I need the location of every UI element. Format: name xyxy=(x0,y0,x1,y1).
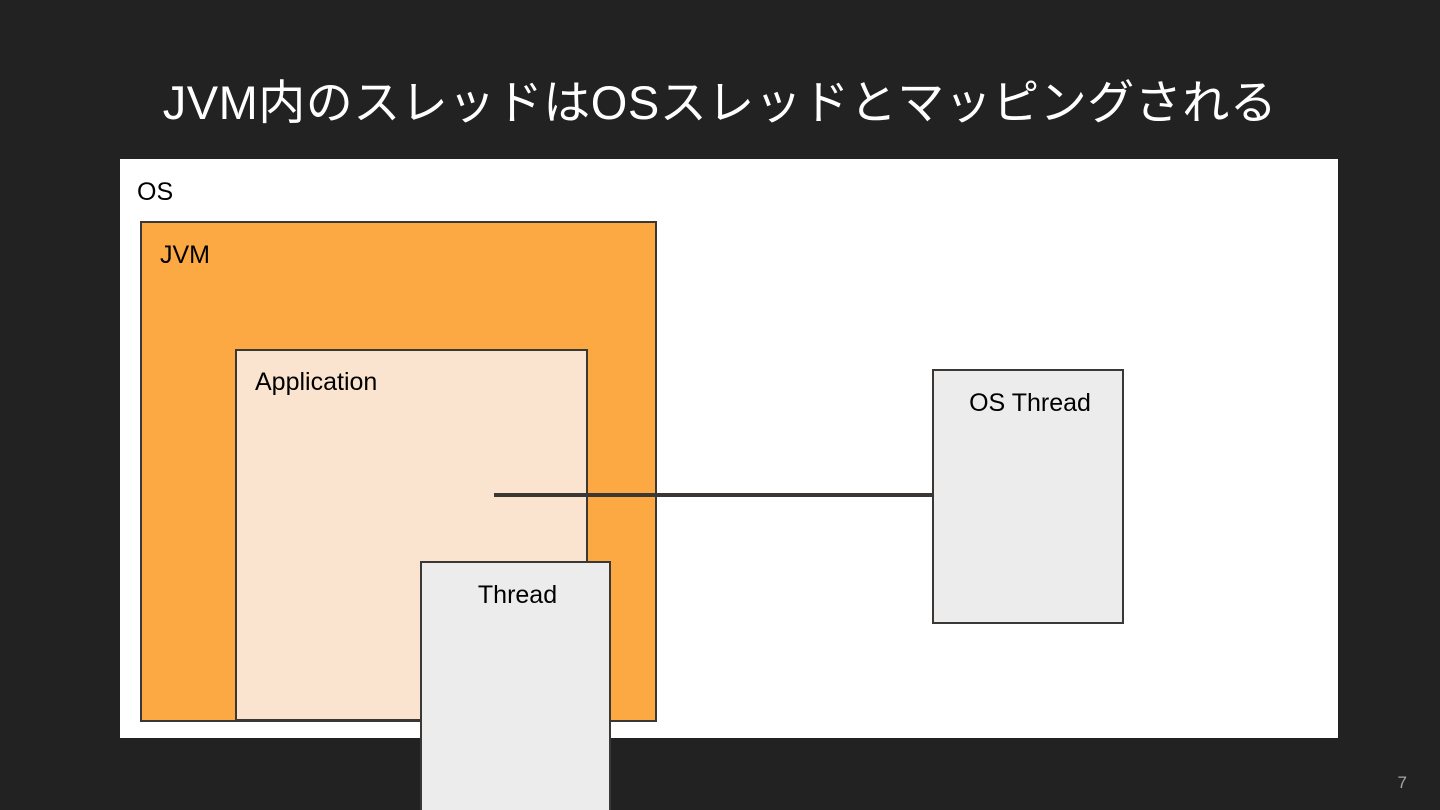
diagram-canvas: OS JVM Application Thread OS Thread xyxy=(120,159,1338,810)
page-title: JVM内のスレッドはOSスレッドとマッピングされる xyxy=(162,76,1278,129)
thread-to-os-thread-connector xyxy=(494,493,932,497)
diagram-box-thread-label: Thread xyxy=(477,581,558,609)
diagram-box-jvm-label: JVM xyxy=(160,241,210,269)
diagram-box-thread[interactable]: Thread xyxy=(420,561,611,810)
diagram-box-os-label: OS xyxy=(137,178,174,206)
diagram-box-os-thread[interactable]: OS Thread xyxy=(932,369,1124,624)
diagram-box-jvm[interactable]: JVM Application Thread xyxy=(140,221,657,810)
diagram-box-os[interactable]: OS JVM Application Thread OS Thread xyxy=(120,159,1338,810)
slide-page-number: 7 xyxy=(1397,773,1407,792)
diagram-box-application[interactable]: Application Thread xyxy=(235,349,611,810)
diagram-box-application-label: Application xyxy=(255,368,378,396)
diagram-box-os-thread-label: OS Thread xyxy=(969,389,1091,417)
